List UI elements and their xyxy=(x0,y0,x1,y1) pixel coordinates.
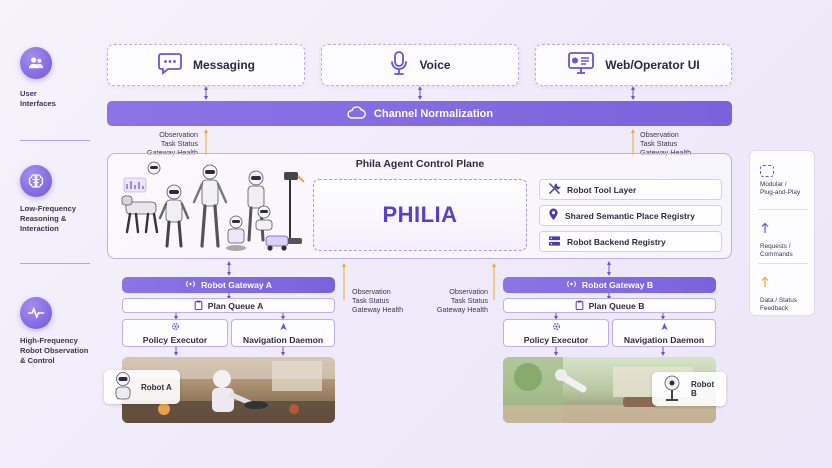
robot-tool-layer[interactable]: Robot Tool Layer xyxy=(539,179,722,200)
robot-backend-registry-label: Robot Backend Registry xyxy=(567,236,666,247)
robot-a-label: Robot A xyxy=(141,382,172,392)
high-frequency-label: High-Frequency Robot Observation & Contr… xyxy=(20,336,89,365)
plan-queue-a-label: Plan Queue A xyxy=(207,300,264,311)
legend-feedback-label: Data / Status Feedback xyxy=(760,297,797,312)
low-frequency-label: Low-Frequency Reasoning & Interaction xyxy=(20,204,77,233)
user-interfaces-label: User Interfaces xyxy=(20,89,56,108)
robot-tool-layer-label: Robot Tool Layer xyxy=(567,184,637,195)
section-divider xyxy=(20,140,90,141)
navigation-daemon-b[interactable]: Navigation Daemon xyxy=(612,319,716,347)
navigation-arrow-icon xyxy=(279,322,288,333)
robot-b-avatar-icon xyxy=(658,373,686,405)
plan-queue-b[interactable]: Plan Queue B xyxy=(503,298,716,313)
voice-label: Voice xyxy=(419,58,451,72)
robot-b-label: Robot B xyxy=(691,380,715,398)
dashed-box-icon xyxy=(760,165,774,177)
server-icon xyxy=(548,235,561,249)
clipboard-icon xyxy=(575,300,584,312)
robot-fleet-illustration xyxy=(121,161,305,251)
feedback-label-top-right: Observation Task Status Gateway Health xyxy=(640,130,691,157)
tools-icon xyxy=(548,182,562,197)
gear-icon xyxy=(171,322,180,333)
legend-requests-label: Requests / Commands xyxy=(760,243,793,258)
web-operator-label: Web/Operator UI xyxy=(605,58,700,72)
clipboard-icon xyxy=(194,300,203,312)
robot-b-scene-image xyxy=(503,357,716,423)
legend-panel: Modular / Plug-and-Play Requests / Comma… xyxy=(749,150,815,316)
voice-card[interactable]: Voice xyxy=(321,44,519,86)
robot-b-tag[interactable]: Robot B xyxy=(652,372,726,406)
legend-modular: Modular / Plug-and-Play xyxy=(750,165,816,196)
monitor-icon xyxy=(567,51,595,80)
robot-gateway-b-label: Robot Gateway B xyxy=(581,280,654,290)
channel-normalization-label: Channel Normalization xyxy=(373,107,494,120)
plane-title: Phila Agent Control Plane xyxy=(355,158,485,170)
feedback-label-mid-right: Observation Task Status Gateway Health xyxy=(436,287,488,314)
feedback-label-mid-left: Observation Task Status Gateway Health xyxy=(352,287,404,314)
brain-icon xyxy=(20,165,52,197)
pulse-icon xyxy=(20,297,52,329)
legend-modular-label: Modular / Plug-and-Play xyxy=(760,181,801,196)
plan-queue-b-label: Plan Queue B xyxy=(588,300,645,311)
policy-executor-b[interactable]: Policy Executor xyxy=(503,319,609,347)
plan-queue-a[interactable]: Plan Queue A xyxy=(122,298,335,313)
messaging-label: Messaging xyxy=(192,58,255,72)
web-operator-card[interactable]: Web/Operator UI xyxy=(535,44,732,86)
navigation-arrow-icon xyxy=(660,322,669,333)
messaging-card[interactable]: Messaging xyxy=(107,44,305,86)
antenna-icon xyxy=(566,279,577,291)
philia-core: PHILIA xyxy=(313,179,527,251)
robot-a-tag[interactable]: Robot A xyxy=(104,370,180,404)
navigation-daemon-b-label: Navigation Daemon xyxy=(623,334,705,345)
legend-feedback: Data / Status Feedback xyxy=(750,275,816,312)
policy-executor-a-label: Policy Executor xyxy=(142,334,208,345)
gear-icon xyxy=(552,322,561,333)
legend-requests: Requests / Commands xyxy=(750,221,816,258)
quadruped-robot-icon xyxy=(121,195,159,234)
request-arrow-icon xyxy=(761,222,769,233)
semantic-place-registry-label: Shared Semantic Place Registry xyxy=(565,210,695,221)
robot-a-avatar-icon xyxy=(110,371,136,403)
antenna-icon xyxy=(185,279,196,291)
policy-executor-a[interactable]: Policy Executor xyxy=(122,319,228,347)
section-divider xyxy=(20,263,90,264)
robot-gateway-a[interactable]: Robot Gateway A xyxy=(122,277,335,293)
feedback-arrow-icon xyxy=(761,276,769,287)
navigation-daemon-a[interactable]: Navigation Daemon xyxy=(231,319,335,347)
feedback-label-top-left: Observation Task Status Gateway Health xyxy=(147,130,198,157)
robot-gateway-b[interactable]: Robot Gateway B xyxy=(503,277,716,293)
legend-divider xyxy=(758,263,808,264)
navigation-daemon-a-label: Navigation Daemon xyxy=(242,334,324,345)
semantic-place-registry[interactable]: Shared Semantic Place Registry xyxy=(539,205,722,226)
robot-backend-registry[interactable]: Robot Backend Registry xyxy=(539,231,722,252)
policy-executor-b-label: Policy Executor xyxy=(523,334,589,345)
robot-gateway-a-label: Robot Gateway A xyxy=(201,280,272,290)
chat-bubble-icon xyxy=(157,51,183,80)
legend-divider xyxy=(758,209,808,210)
philia-label: PHILIA xyxy=(382,202,458,227)
users-icon xyxy=(20,47,52,79)
channel-normalization-bar: Channel Normalization xyxy=(107,101,732,126)
microphone-icon xyxy=(389,50,409,81)
cloud-icon xyxy=(346,105,366,122)
location-pin-icon xyxy=(548,208,559,223)
